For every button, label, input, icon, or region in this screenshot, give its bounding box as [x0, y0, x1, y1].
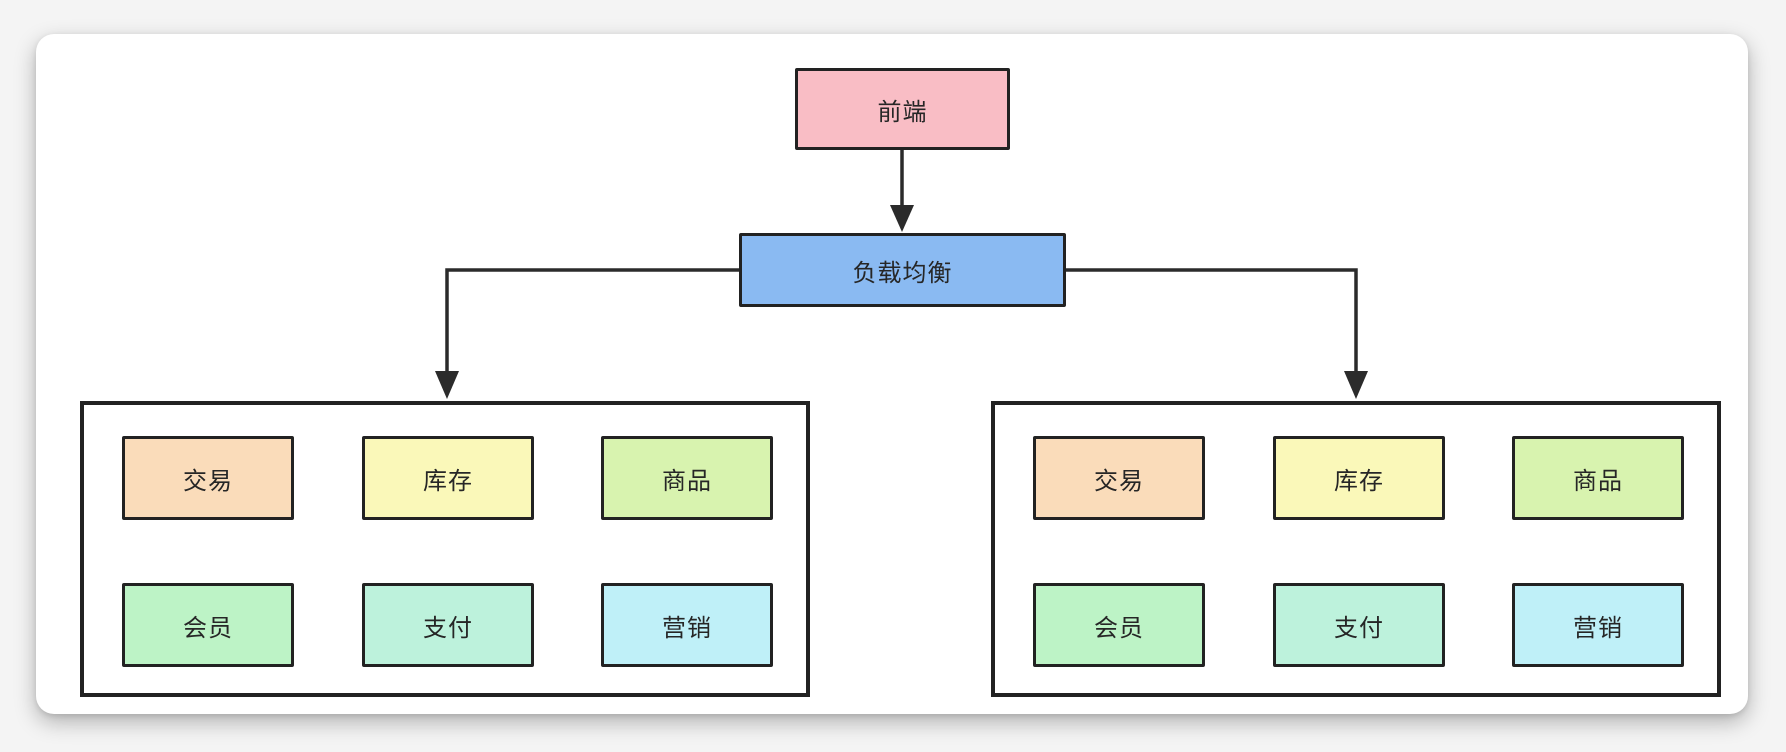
service-node[interactable]: 会员 — [122, 583, 294, 667]
service-label: 库存 — [423, 467, 473, 495]
service-label: 会员 — [183, 614, 233, 642]
service-node[interactable]: 交易 — [1033, 436, 1205, 520]
service-label: 营销 — [662, 614, 712, 642]
cluster-left[interactable]: 交易 库存 商品 会员 支付 营销 — [80, 401, 810, 697]
service-label: 交易 — [183, 467, 233, 495]
service-node[interactable]: 支付 — [1273, 583, 1445, 667]
node-frontend-label: 前端 — [877, 98, 928, 126]
service-label: 支付 — [1334, 614, 1384, 642]
service-node[interactable]: 营销 — [601, 583, 773, 667]
service-node[interactable]: 库存 — [1273, 436, 1445, 520]
service-node[interactable]: 库存 — [362, 436, 534, 520]
service-node[interactable]: 商品 — [601, 436, 773, 520]
service-node[interactable]: 支付 — [362, 583, 534, 667]
node-frontend[interactable]: 前端 — [795, 68, 1010, 150]
service-node[interactable]: 商品 — [1512, 436, 1684, 520]
service-node[interactable]: 交易 — [122, 436, 294, 520]
service-node[interactable]: 会员 — [1033, 583, 1205, 667]
service-label: 交易 — [1094, 467, 1144, 495]
service-label: 库存 — [1334, 467, 1384, 495]
service-label: 商品 — [1573, 467, 1623, 495]
node-load-balancer-label: 负载均衡 — [852, 259, 953, 287]
service-node[interactable]: 营销 — [1512, 583, 1684, 667]
service-label: 会员 — [1094, 614, 1144, 642]
service-label: 支付 — [423, 614, 473, 642]
service-label: 营销 — [1573, 614, 1623, 642]
cluster-right[interactable]: 交易 库存 商品 会员 支付 营销 — [991, 401, 1721, 697]
service-label: 商品 — [662, 467, 712, 495]
node-load-balancer[interactable]: 负载均衡 — [739, 233, 1066, 307]
